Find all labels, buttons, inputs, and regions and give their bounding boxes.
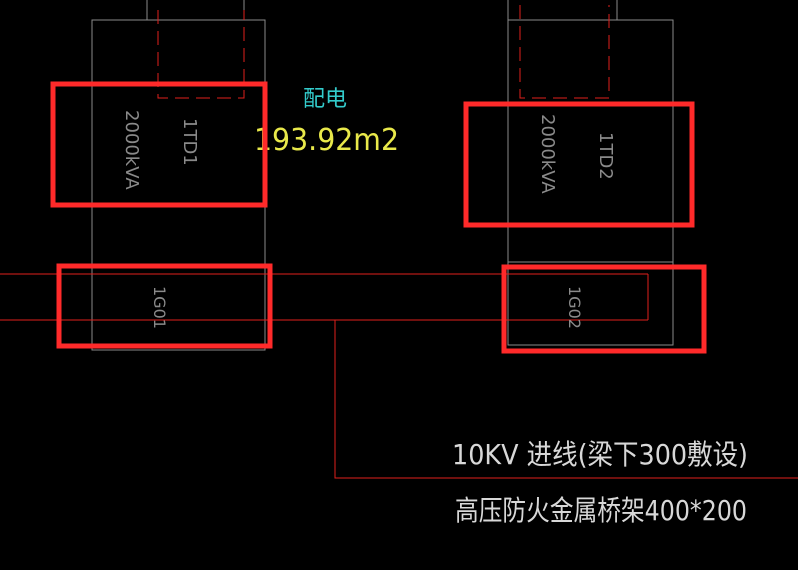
dashed-bay-1 <box>157 10 245 99</box>
dashed-bay-2 <box>519 5 610 99</box>
cable-drop <box>334 320 798 479</box>
cable-note-line1: 10KV 进线(梁下300敷设) <box>452 438 748 471</box>
cable-note-line2: 高压防火金属桥架400*200 <box>455 494 747 527</box>
highlight-box-switchgear-2 <box>501 264 707 354</box>
transformer-capacity-1: 2000kVA <box>121 110 142 190</box>
room-name: 配电 <box>303 87 347 112</box>
transformer-capacity-2: 2000kVA <box>537 114 558 194</box>
highlight-box-transformer-2 <box>463 101 695 228</box>
transformer-id-1: 1TD1 <box>179 118 200 166</box>
highlight-box-switchgear-1 <box>56 263 273 349</box>
transformer-id-2: 1TD2 <box>595 132 616 180</box>
transformer-cabinet-1 <box>91 19 266 351</box>
switchgear-id-1: 1G01 <box>150 286 169 329</box>
room-area: 193.92m2 <box>254 123 399 158</box>
highlight-box-transformer-1 <box>50 81 268 208</box>
switchgear-id-2: 1G02 <box>565 286 584 329</box>
transformer-cabinet-2 <box>507 19 674 346</box>
